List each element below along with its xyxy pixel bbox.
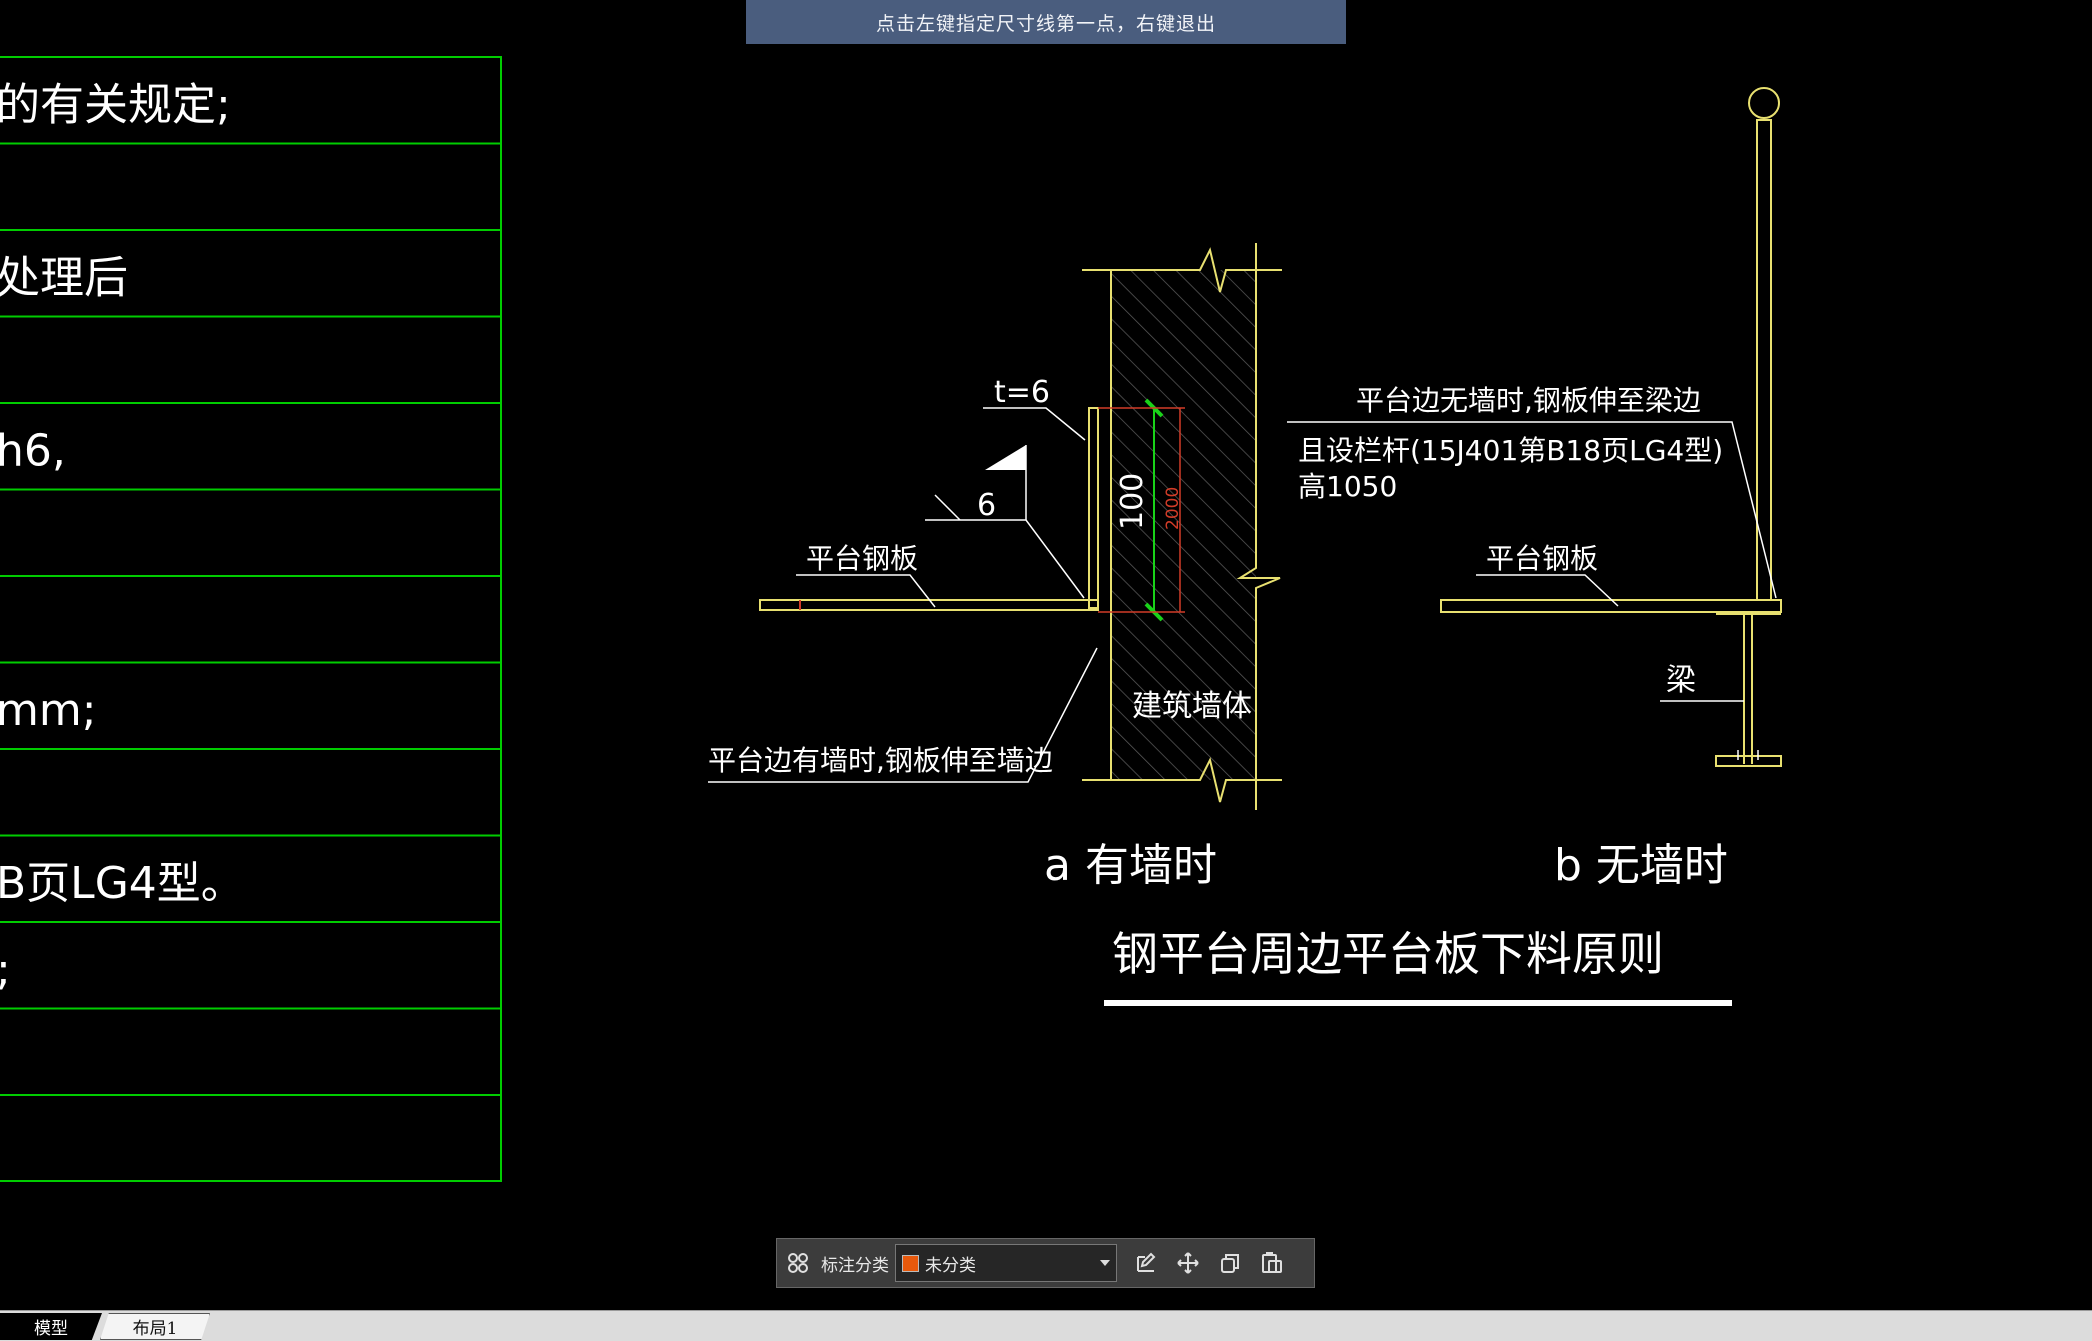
- table-row-text: ;: [0, 944, 11, 995]
- edit-icon[interactable]: [1128, 1243, 1164, 1283]
- tab-layout1-label: 布局1: [132, 1319, 178, 1339]
- drawing-title: 钢平台周边平台板下料原则: [1112, 927, 1664, 981]
- note-without-wall-3: 高1050: [1298, 470, 1397, 503]
- wall-hatch: [1111, 270, 1256, 780]
- command-prompt-banner: 点击左键指定尺寸线第一点，右键退出: [746, 0, 1346, 44]
- detail-b: [1287, 87, 1782, 767]
- chevron-down-icon: [1100, 1260, 1110, 1266]
- thickness-label: t=6: [994, 375, 1050, 410]
- dim-2000: 2000: [1163, 487, 1183, 530]
- platform-plate-label-b: 平台钢板: [1486, 542, 1598, 575]
- category-select[interactable]: 未分类: [895, 1244, 1117, 1282]
- tab-model-label: 模型: [34, 1319, 68, 1339]
- category-color-swatch: [902, 1254, 919, 1272]
- tab-model[interactable]: 模型: [0, 1313, 102, 1340]
- table-row-text: h6,: [0, 425, 66, 476]
- category-label: 标注分类: [821, 1255, 889, 1276]
- notes-table: [0, 56, 502, 1182]
- title-underline: [1104, 1000, 1732, 1006]
- tab-layout1[interactable]: 布局1: [100, 1313, 210, 1340]
- layout-tab-bar: 模型 布局1: [0, 1310, 2092, 1341]
- note-with-wall: 平台边有墙时,钢板伸至墙边: [708, 744, 1053, 777]
- caption-b: b 无墙时: [1554, 840, 1728, 891]
- table-row-text: B页LG4型。: [0, 858, 245, 909]
- dim-100: 100: [1115, 473, 1150, 530]
- copy-icon[interactable]: [1212, 1243, 1248, 1283]
- table-row-text: 处理后: [0, 252, 128, 303]
- annotation-toolbar: 标注分类 未分类: [776, 1238, 1315, 1288]
- notes-table-texts: 的有关规定; 处理后 h6, mm; B页LG4型。;: [0, 79, 245, 995]
- category-select-value: 未分类: [925, 1255, 976, 1276]
- note-without-wall-2: 且设栏杆(15J401第B18页LG4型): [1298, 434, 1723, 467]
- platform-plate-label-a: 平台钢板: [806, 542, 918, 575]
- detail-a: [708, 243, 1282, 810]
- move-icon[interactable]: [1170, 1243, 1206, 1283]
- grid-icon[interactable]: [780, 1243, 816, 1283]
- table-row-text: 的有关规定;: [0, 79, 231, 130]
- paste-icon[interactable]: [1254, 1243, 1290, 1283]
- beam-label: 梁: [1666, 663, 1696, 698]
- note-without-wall-1: 平台边无墙时,钢板伸至梁边: [1356, 384, 1701, 417]
- weld-size: 6: [977, 488, 996, 523]
- command-prompt-text: 点击左键指定尺寸线第一点，右键退出: [875, 12, 1216, 35]
- wall-label: 建筑墙体: [1132, 689, 1252, 724]
- caption-a: a 有墙时: [1044, 840, 1217, 891]
- table-row-text: mm;: [0, 685, 97, 736]
